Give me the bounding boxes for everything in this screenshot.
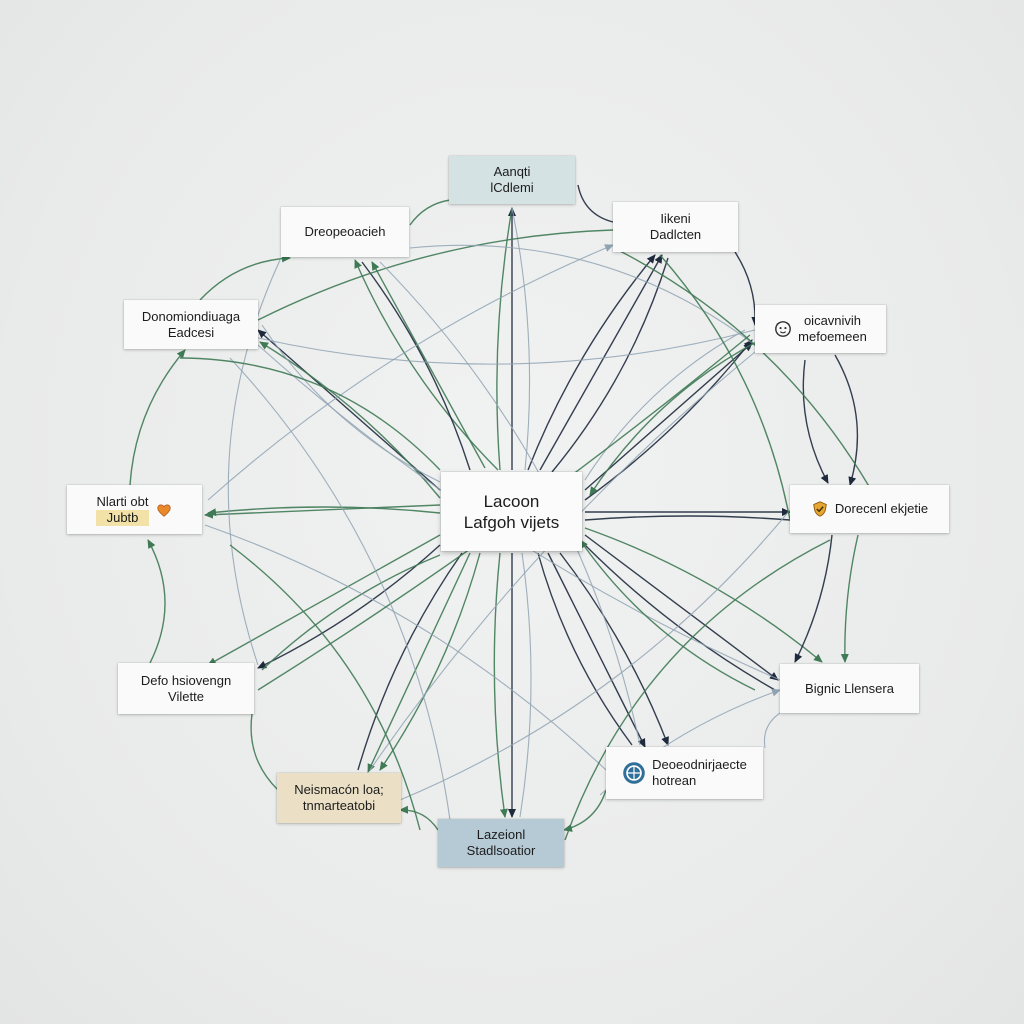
edge-35: [577, 184, 614, 223]
node-bottom-right-line1: Deoeodnirjaecte: [652, 757, 747, 772]
node-center-line2: Lafgoh vijets: [463, 512, 560, 532]
edge-46: [129, 349, 186, 486]
edge-2: [511, 207, 531, 471]
edge-59: [659, 254, 791, 521]
shield-check-icon: [813, 501, 827, 517]
edge-66: [579, 539, 756, 691]
edge-50: [409, 244, 756, 346]
edge-43: [399, 805, 439, 831]
node-bottom-line1: Lazeionl: [476, 827, 526, 842]
edge-20: [257, 544, 441, 669]
node-top[interactable]: Aanqti lCdlemi: [449, 156, 575, 204]
edge-14: [261, 324, 441, 483]
edge-32: [559, 552, 669, 746]
edge-57: [399, 509, 791, 801]
node-left-lower[interactable]: Defo hsiovengn Vilette: [118, 663, 254, 714]
edge-4: [354, 259, 499, 471]
node-left-upper-line1: Donomiondiuaga: [141, 308, 241, 324]
edge-56: [564, 539, 831, 841]
edge-16: [207, 506, 441, 517]
node-bottom[interactable]: Lazeionl Stadlsoatior: [438, 819, 564, 867]
node-left-mid[interactable]: Nlarti obt Jubtb: [67, 485, 202, 534]
edge-48: [257, 229, 614, 321]
edge-25: [367, 552, 471, 773]
node-left-mid-line1: Nlarti obt: [96, 493, 149, 509]
edge-36: [734, 251, 760, 326]
edge-38: [802, 359, 829, 484]
edge-40: [794, 534, 833, 663]
edge-41: [763, 712, 781, 749]
node-bottom-left-line1: Neismacón loa;: [294, 782, 384, 797]
edge-26: [379, 552, 481, 771]
edge-11: [584, 329, 746, 481]
edge-39: [840, 534, 859, 663]
edge-29: [493, 552, 508, 818]
node-left-lower-line2: Vilette: [168, 688, 204, 704]
node-top-line1: Aanqti: [493, 164, 531, 179]
edge-layer: [129, 184, 871, 841]
node-bottom-right[interactable]: Deoeodnirjaecte hotrean: [606, 747, 763, 799]
node-top-right[interactable]: Iikeni Dadlcten: [613, 202, 738, 252]
edge-51: [207, 244, 614, 501]
node-left-lower-line1: Defo hsiovengn: [140, 672, 232, 688]
edge-5: [361, 261, 471, 471]
edge-1: [496, 207, 513, 471]
node-bottom-left[interactable]: Neismacón loa; tnmarteatobi: [277, 773, 401, 823]
edge-49: [257, 329, 756, 365]
edge-10: [584, 339, 753, 501]
lion-face-icon: [775, 321, 792, 337]
node-bottom-line2: Stadlsoatior: [466, 843, 536, 858]
globe-badge-icon: [623, 762, 645, 784]
edge-37: [834, 354, 859, 486]
edge-23: [584, 544, 776, 691]
orange-heart-icon: [156, 504, 171, 517]
edge-62: [227, 259, 281, 666]
edge-55: [369, 351, 756, 771]
edge-18: [584, 515, 791, 521]
edge-45: [147, 539, 166, 664]
edge-8: [551, 257, 669, 473]
node-right-mid-line1: Dorecenl ekjetie: [834, 501, 929, 516]
node-right-upper-line2: mefoemeen: [798, 329, 867, 344]
edge-67: [589, 339, 761, 496]
node-bottom-right-line2: hotrean: [652, 773, 697, 788]
node-right-upper[interactable]: oicavnivih mefoemeen: [755, 305, 886, 353]
edge-64: [229, 544, 421, 831]
node-right-upper-line1: oicavnivih: [803, 313, 862, 328]
edge-7: [527, 254, 656, 471]
node-top-right-line1: Iikeni: [660, 211, 691, 226]
edge-65: [179, 357, 441, 471]
node-top-right-line2: Dadlcten: [649, 227, 702, 242]
edge-53: [204, 524, 607, 771]
edge-30: [519, 552, 532, 818]
node-center-line1: Lacoon: [483, 491, 540, 511]
edge-44: [250, 713, 279, 791]
node-right-lower[interactable]: Bignic Llensera: [780, 664, 919, 713]
edge-58: [229, 357, 451, 821]
node-left-upper-line2: Eadcesi: [167, 324, 215, 340]
node-right-mid[interactable]: Dorecenl ekjetie: [790, 485, 949, 533]
edge-31: [547, 552, 646, 748]
node-top-left[interactable]: Dreopeoacieh: [281, 207, 409, 257]
edge-21: [261, 554, 441, 671]
edge-47: [199, 254, 291, 301]
node-left-upper[interactable]: Donomiondiuaga Eadcesi: [124, 300, 258, 349]
edge-24: [584, 527, 823, 663]
edge-22: [584, 534, 779, 681]
edge-33: [537, 552, 633, 746]
edge-19: [207, 534, 441, 666]
node-top-line2: lCdlemi: [490, 180, 534, 195]
edge-15: [204, 504, 441, 519]
node-left-mid-line2: Jubtb: [96, 509, 149, 526]
edge-27: [357, 552, 463, 771]
edge-34: [409, 199, 451, 226]
node-top-left-line1: Dreopeoacieh: [304, 224, 386, 239]
edge-9: [584, 342, 753, 491]
node-bottom-left-line2: tnmarteatobi: [302, 798, 376, 813]
node-right-lower-line1: Bignic Llensera: [805, 680, 894, 696]
node-center[interactable]: Lacoon Lafgoh vijets: [441, 472, 582, 551]
